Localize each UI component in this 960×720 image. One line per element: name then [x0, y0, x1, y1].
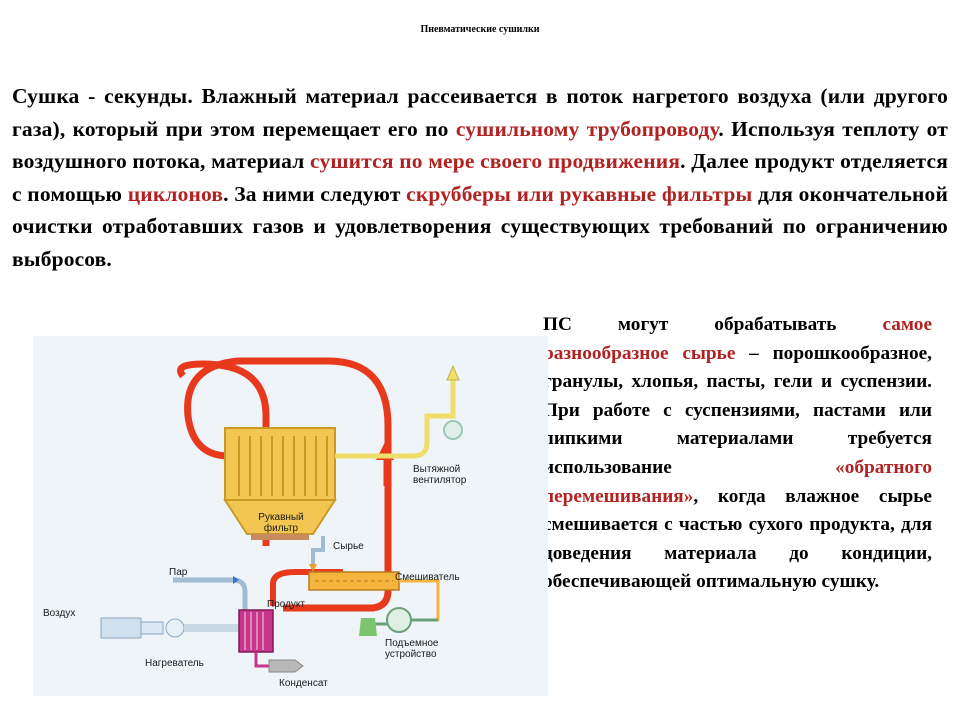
mixer-label: Смешиватель [395, 572, 460, 583]
side-highlight: «обратного перемешивания» [543, 456, 932, 507]
bag-filter [223, 427, 337, 540]
drying-duct-left [184, 357, 392, 595]
lifting-device [359, 607, 438, 636]
main-text-part: для окончательной очистки отработавших г… [12, 181, 948, 271]
heater [238, 609, 274, 653]
raw-label: Сырье [333, 541, 364, 552]
main-highlight: циклонов [127, 181, 224, 206]
drying-duct-bottom [283, 590, 392, 612]
slide-title: Пневматические сушилки [420, 24, 540, 35]
side-highlight: самое разнообразное сырье [543, 314, 932, 364]
heater-label: Нагреватель [145, 658, 204, 669]
steam-label: Пар [169, 567, 188, 578]
main-highlight: сушильному трубопроводу [455, 116, 719, 141]
side-text-part: – порошкообразное, гранулы, хлопья, паст… [543, 342, 932, 478]
side-text-part: , когда влажное сырье смешивается с част… [543, 485, 932, 593]
condensate-pipe [254, 652, 269, 668]
main-text-part: . Используя теплоту от воздушного потока… [12, 116, 948, 174]
duct-product-link [270, 569, 343, 606]
mixer-return-pipe [399, 579, 440, 621]
product-label: Продукт [267, 599, 305, 610]
exhaust-pipe [335, 378, 456, 459]
raw-feed-pipe [311, 536, 325, 566]
fan-icon [443, 420, 463, 440]
main-text-part: . Далее продукт отделяется с помощью [12, 149, 948, 206]
steam-pipe [173, 577, 248, 614]
condensate-label: Конденсат [279, 678, 328, 689]
diagram-drawing [100, 357, 463, 673]
main-text-part: . За ними следуют [223, 181, 407, 206]
exhaust-arrow [446, 364, 460, 381]
air-inlet [100, 617, 239, 639]
mixer [308, 571, 400, 591]
side-paragraph: ПС могут обрабатывать самое разнообразно… [543, 311, 932, 597]
main-paragraph: Сушка - секунды. Влажный материал рассеи… [12, 80, 948, 275]
main-highlight: скрубберы или рукавные фильтры [406, 181, 753, 206]
main-text-part: Сушка - секунды. Влажный материал рассеи… [12, 84, 948, 141]
air-label: Воздух [43, 608, 76, 619]
main-highlight: сушится по мере своего продвижения [310, 149, 681, 173]
side-text-part: ПС могут обрабатывать [543, 314, 883, 335]
